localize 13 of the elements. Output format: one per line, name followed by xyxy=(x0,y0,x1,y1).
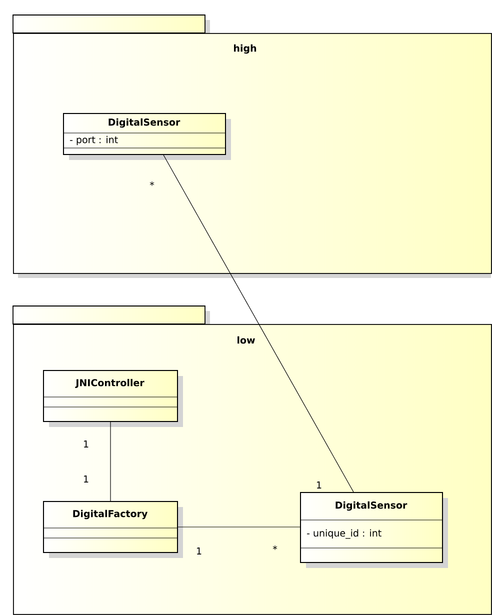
class-box: DigitalFactory xyxy=(42,501,183,558)
multiplicity: 1 xyxy=(84,440,88,448)
multiplicity: 1 xyxy=(84,476,88,482)
multiplicity: 1 xyxy=(197,548,202,554)
multiplicity: * xyxy=(150,181,154,186)
multiplicity: * xyxy=(272,545,278,550)
association-line xyxy=(178,526,300,528)
multiplicity: 1 xyxy=(317,482,322,488)
class-box: DigitalSensor - unique_id : int xyxy=(300,492,448,568)
class-box: JNIController xyxy=(42,370,183,427)
class-box: DigitalSensor - port : int xyxy=(62,113,231,160)
association-line xyxy=(110,422,111,502)
association-line xyxy=(163,154,354,492)
